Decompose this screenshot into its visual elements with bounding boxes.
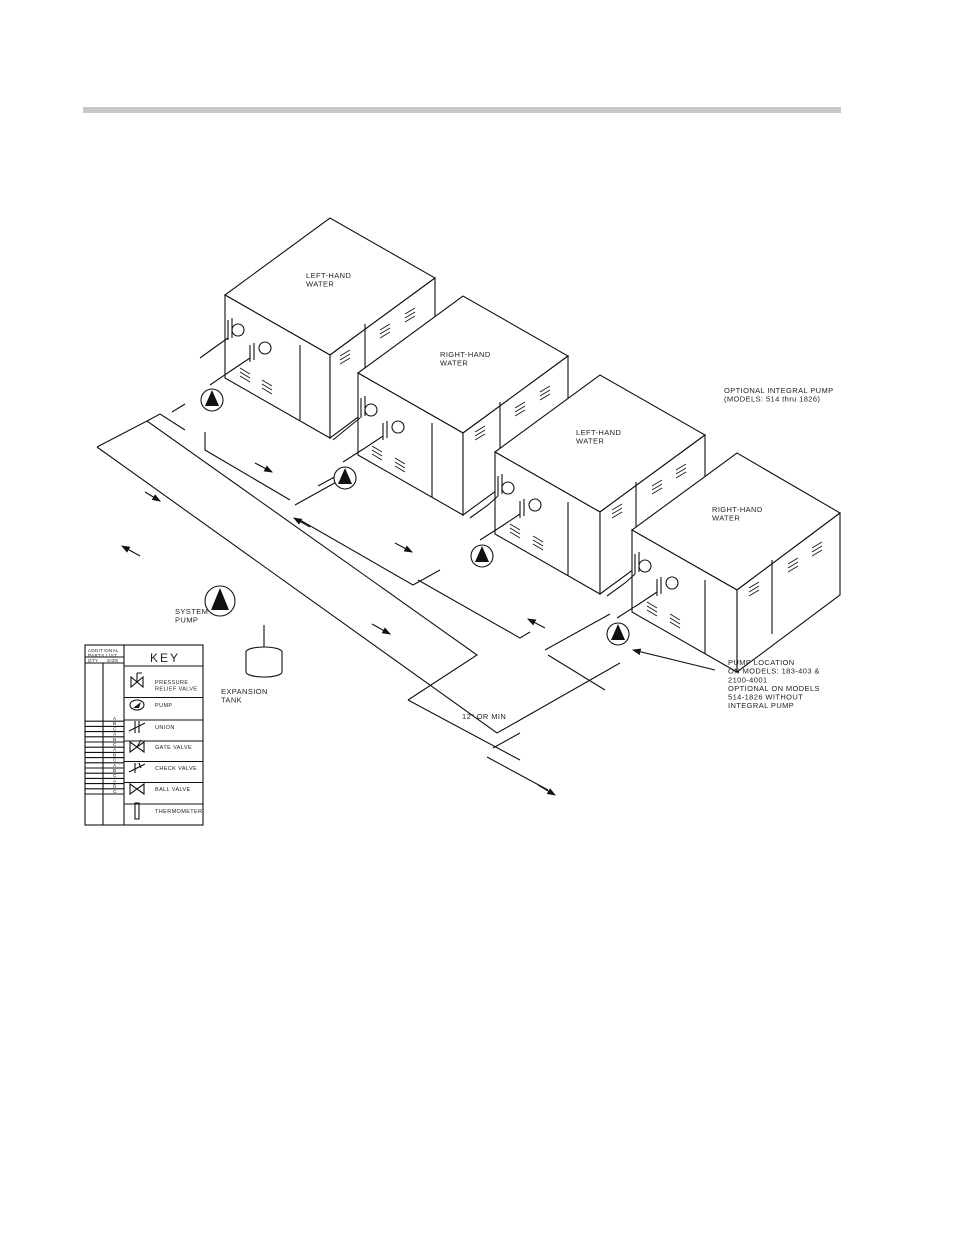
key-size-letter: B — [113, 752, 117, 758]
key-size-letter: A — [113, 732, 117, 738]
key-size-letter: A — [113, 778, 117, 784]
key-size-letter: C — [113, 773, 117, 779]
gate-valve-icon — [129, 739, 145, 754]
key-item-label: BALL VALVE — [155, 787, 191, 793]
key-item-label: UNION — [155, 725, 175, 731]
branch-pipes — [146, 403, 611, 691]
key-item-gate-valve: GATE VALVE — [124, 739, 203, 763]
ball-valve-icon — [129, 782, 145, 796]
main-pipe-loop — [96, 420, 621, 791]
key-item-check-valve: CHECK VALVE — [124, 762, 203, 784]
spacing-note: 12" OR MIN — [462, 712, 506, 721]
key-item-ball-valve: BALL VALVE — [124, 782, 203, 805]
key-size-letter: C — [113, 789, 117, 795]
union-icon — [128, 721, 146, 733]
key-size-letter: A — [113, 763, 117, 769]
key-item-thermometer: THERMOMETER — [134, 802, 202, 820]
key-size-letter: C — [113, 726, 117, 732]
key-size-letter: B — [113, 784, 117, 790]
key-size-letter: B — [113, 737, 117, 743]
key-item-label: THERMOMETER — [155, 809, 202, 815]
pump-icon — [129, 699, 145, 711]
header-rule — [83, 107, 841, 113]
check-valve-icon — [128, 762, 146, 773]
key-size-letter: A — [113, 716, 117, 722]
pressure-relief-valve-icon — [130, 672, 144, 689]
key-size-letter: B — [113, 768, 117, 774]
key-item-label: CHECK VALVE — [155, 766, 197, 772]
flow-arrows — [121, 462, 716, 796]
key-size-letter: C — [113, 758, 117, 764]
key-size-letter: B — [113, 721, 117, 727]
key-qty-header: QTY — [88, 658, 98, 663]
key-title: KEY — [150, 651, 180, 665]
key-item-union: UNION — [124, 721, 203, 742]
key-item-pump: PUMP — [124, 699, 203, 721]
key-size-letter: C — [113, 742, 117, 748]
integral-pump-note: OPTIONAL INTEGRAL PUMP(MODELS: 514 thru … — [724, 386, 834, 404]
thermometer-icon — [134, 802, 140, 820]
key-size-header: SIZE — [107, 658, 119, 663]
key-item-label: PUMP — [155, 703, 173, 709]
key-item-label: GATE VALVE — [155, 745, 192, 751]
key-size-letter: A — [113, 747, 117, 753]
